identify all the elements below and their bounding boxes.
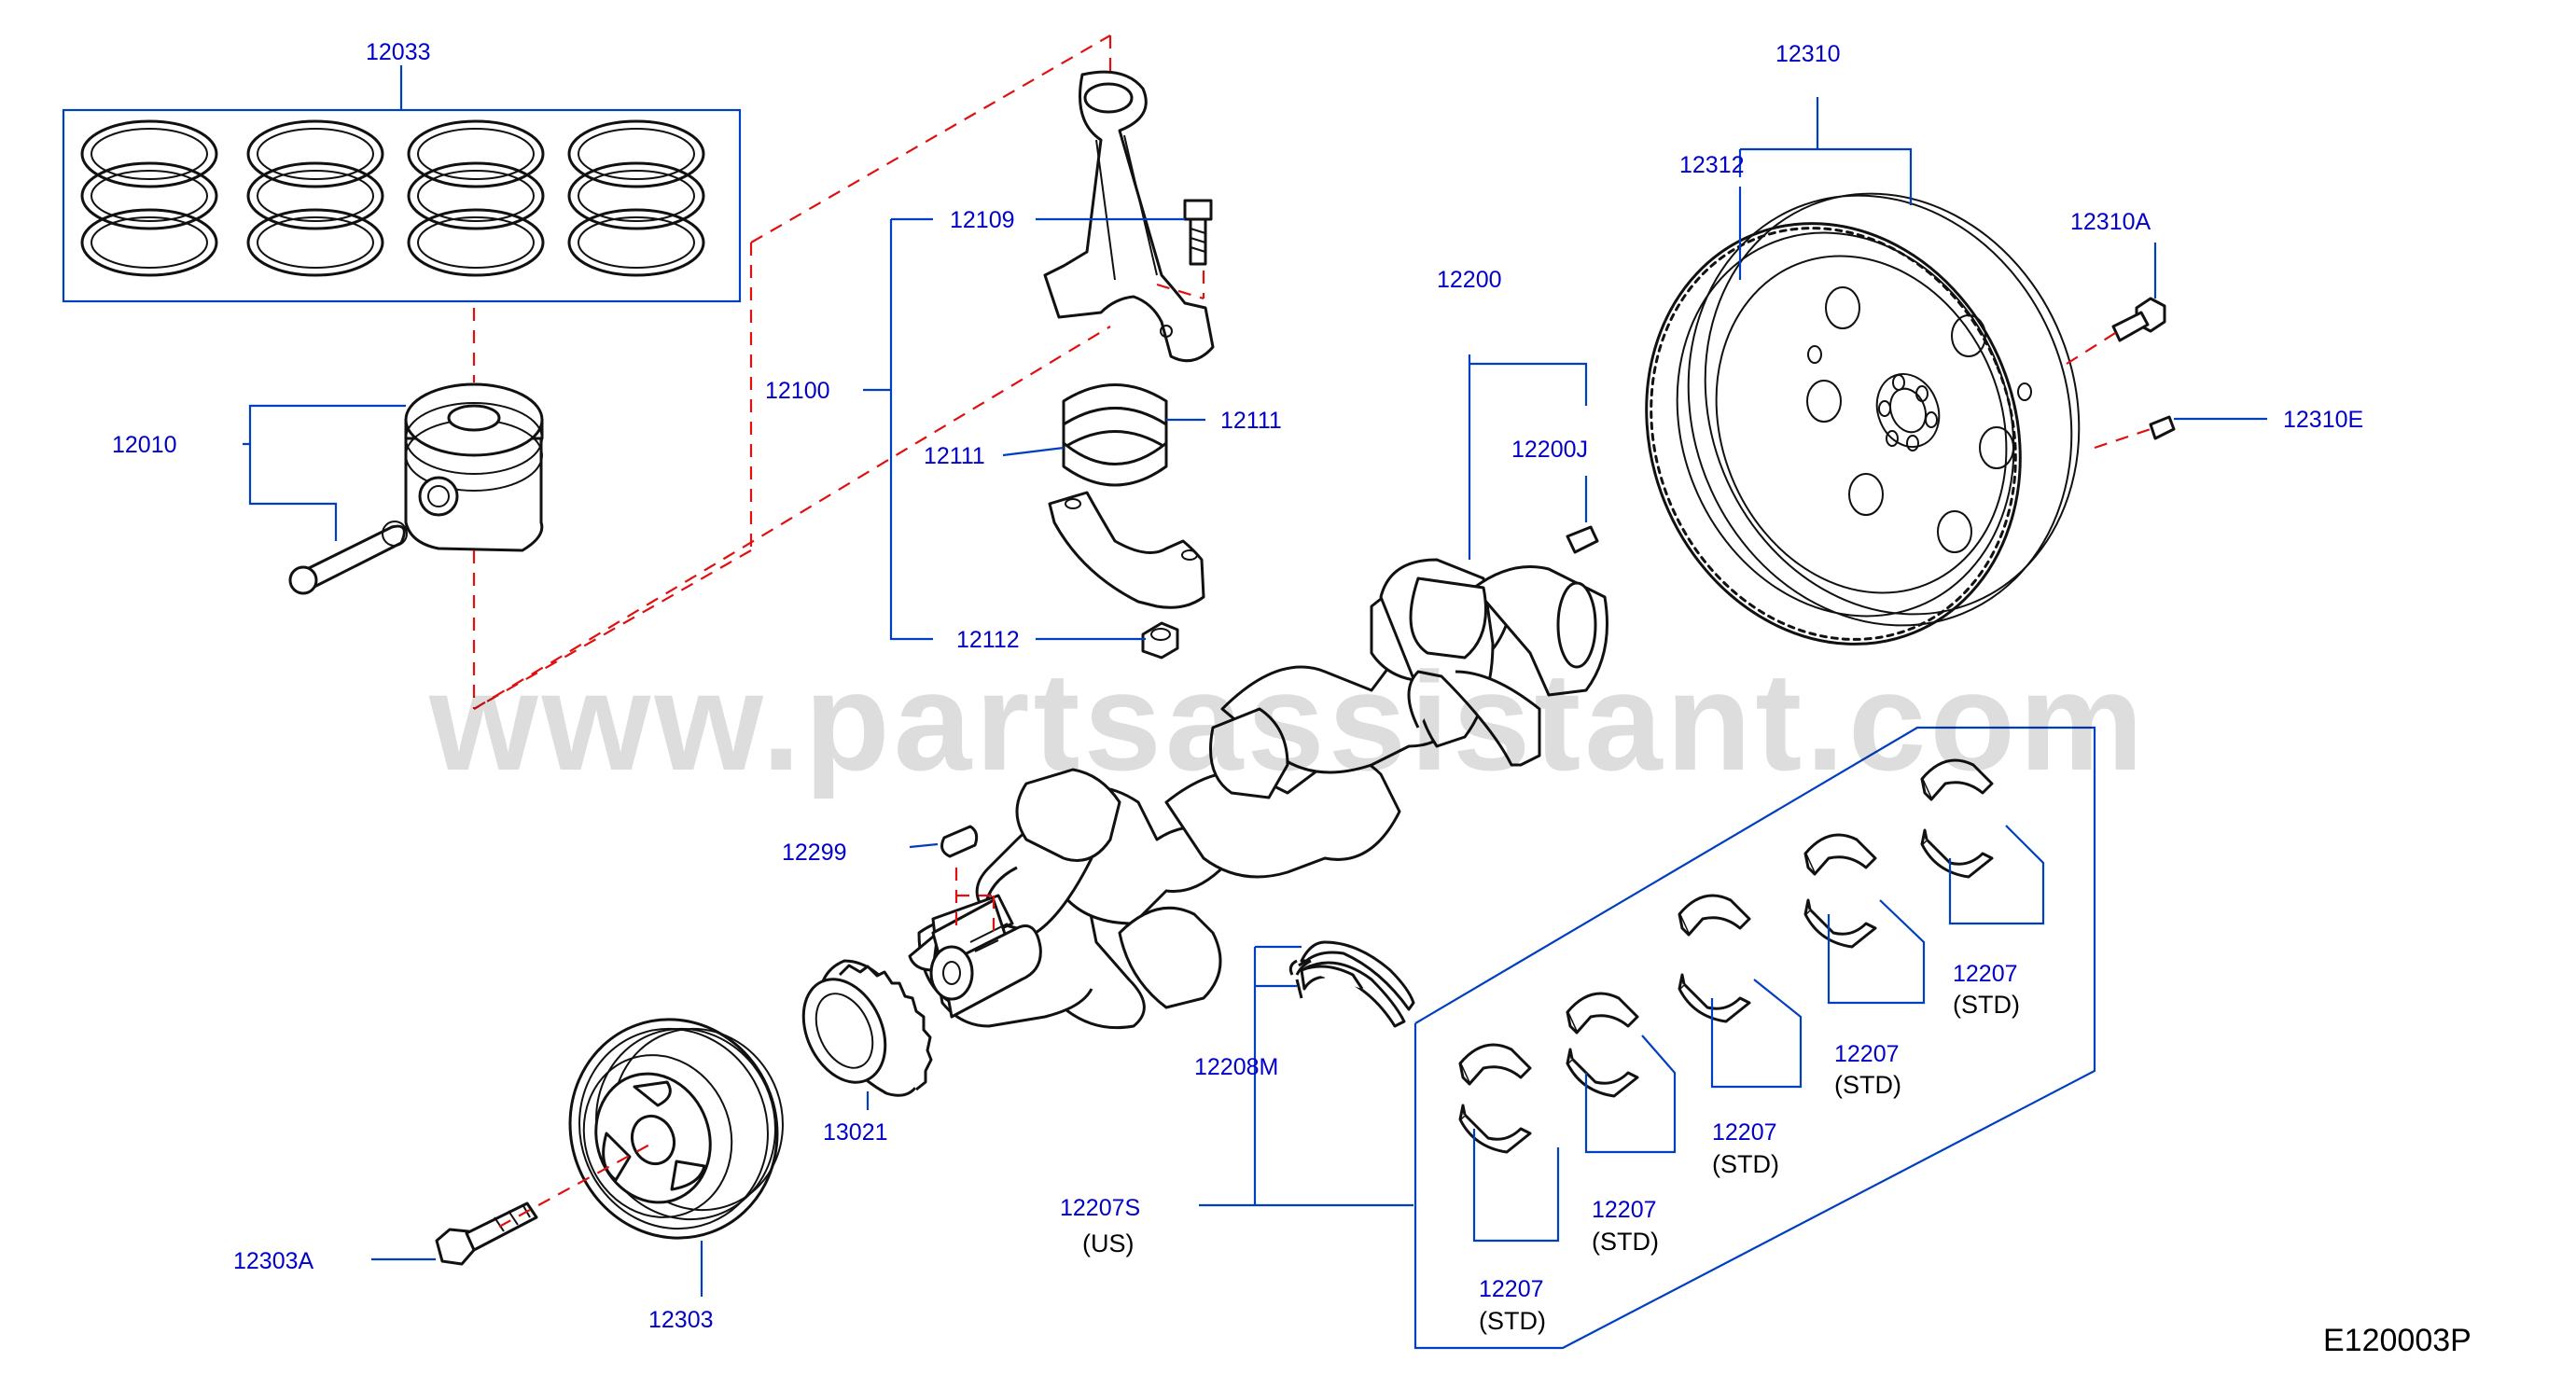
label-12303A[interactable]: 12303A <box>233 1248 314 1274</box>
label-12207-2[interactable]: 12207 <box>1592 1197 1657 1223</box>
phantom-lines <box>472 35 2151 1228</box>
label-12208M[interactable]: 12208M <box>1194 1054 1278 1080</box>
con-rod-bolt[interactable] <box>1183 199 1213 266</box>
crankshaft-nose[interactable] <box>929 898 1042 1019</box>
main-bearing-std-3[interactable] <box>1803 833 1877 949</box>
con-rod-nut[interactable] <box>1141 621 1179 660</box>
label-12303[interactable]: 12303 <box>648 1307 714 1333</box>
crankshaft-key[interactable] <box>940 825 979 858</box>
label-12207-5-note: (STD) <box>1953 991 2020 1019</box>
main-bearing-std-1[interactable] <box>1566 992 1639 1098</box>
piston-pin[interactable] <box>288 521 408 595</box>
main-bearing-us[interactable] <box>1458 1043 1532 1154</box>
label-12109[interactable]: 12109 <box>950 207 1015 233</box>
label-12207-1-note: (STD) <box>1479 1307 1546 1335</box>
label-12207-3-note: (STD) <box>1712 1150 1779 1178</box>
label-13021[interactable]: 13021 <box>823 1119 888 1146</box>
main-bearing-std-2[interactable] <box>1678 894 1751 1023</box>
label-12299[interactable]: 12299 <box>782 840 847 866</box>
label-12112[interactable]: 12112 <box>956 627 1020 653</box>
label-12111-left[interactable]: 12111 <box>924 443 985 469</box>
label-12200J[interactable]: 12200J <box>1511 437 1588 463</box>
con-rod-bearing-lower[interactable] <box>1062 441 1168 487</box>
crankshaft-sprocket[interactable] <box>787 959 933 1097</box>
label-12100[interactable]: 12100 <box>765 378 830 404</box>
crankshaft-dowel-pin[interactable] <box>1566 525 1599 554</box>
label-12111-right[interactable]: 12111 <box>1220 408 1282 434</box>
washer-lower[interactable] <box>1301 965 1364 990</box>
label-12010[interactable]: 12010 <box>112 432 177 458</box>
pulley-bolt[interactable] <box>435 1201 538 1266</box>
con-rod-cap[interactable] <box>1048 491 1205 609</box>
piston[interactable] <box>404 382 544 552</box>
label-12207-4[interactable]: 12207 <box>1834 1041 1900 1067</box>
label-12310A[interactable]: 12310A <box>2070 209 2151 235</box>
label-12207-5[interactable]: 12207 <box>1953 961 2018 987</box>
flywheel[interactable] <box>1584 137 2141 701</box>
label-12207S[interactable]: 12207S <box>1060 1195 1140 1221</box>
label-12207-1[interactable]: 12207 <box>1479 1276 1544 1302</box>
label-12207-2-note: (STD) <box>1592 1228 1659 1256</box>
label-12207-4-note: (STD) <box>1834 1071 1901 1099</box>
watermark: www.partsassistant.com <box>428 643 2147 799</box>
label-12207S-note: (US) <box>1082 1229 1135 1257</box>
con-rod-bearing-upper[interactable] <box>1062 383 1168 450</box>
flywheel-dowel-pin[interactable] <box>2149 415 2176 440</box>
piston-ring-set[interactable] <box>80 119 705 277</box>
piston-ring-set-box <box>62 65 742 303</box>
label-12310E[interactable]: 12310E <box>2283 407 2363 433</box>
crankshaft-pulley[interactable] <box>539 990 808 1267</box>
crankshaft[interactable] <box>908 558 1608 1030</box>
label-12310[interactable]: 12310 <box>1775 41 1841 67</box>
label-12312[interactable]: 12312 <box>1679 152 1745 178</box>
leader-lines <box>243 97 2267 1297</box>
label-12033[interactable]: 12033 <box>366 39 431 65</box>
main-bearing-set-box <box>1413 726 2096 1350</box>
flywheel-bolt[interactable] <box>2111 297 2166 342</box>
connecting-rod[interactable] <box>1043 70 1215 363</box>
diagram-code: E120003P <box>2323 1323 2472 1358</box>
label-12207-3[interactable]: 12207 <box>1712 1119 1777 1146</box>
main-bearing-std-4[interactable] <box>1920 758 1994 879</box>
label-12200[interactable]: 12200 <box>1437 267 1502 293</box>
